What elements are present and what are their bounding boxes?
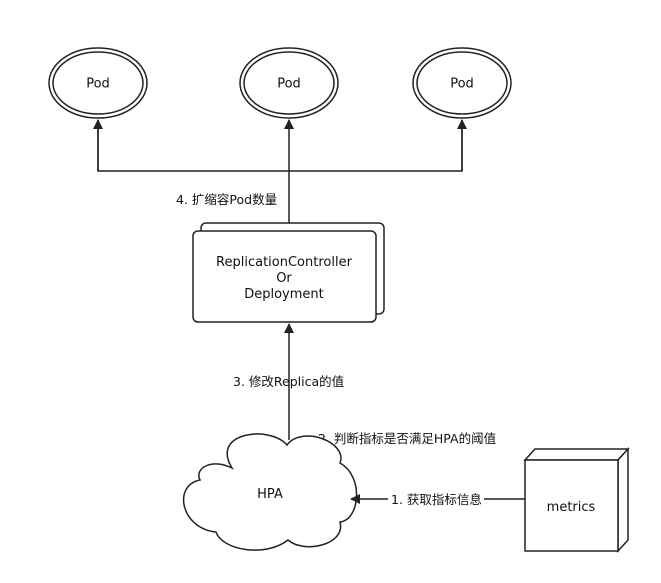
check-threshold-label: 2. 判断指标是否满足HPA的阈值 [318, 431, 496, 446]
controller-label-line-3: Deployment [244, 287, 324, 302]
hpa-node: HPA [183, 433, 358, 551]
pod-node-2: Pod [239, 47, 339, 119]
fetch-metrics-label: 1. 获取指标信息 [391, 492, 482, 507]
pod-label-2: Pod [277, 77, 301, 92]
controller-node: ReplicationController Or Deployment [192, 222, 385, 323]
metrics-label: metrics [547, 500, 596, 515]
cloud-shape [183, 433, 358, 551]
controller-label-line-1: ReplicationController [216, 255, 353, 270]
pod-node-3: Pod [412, 47, 512, 119]
pod-label-3: Pod [450, 77, 474, 92]
hpa-label: HPA [257, 487, 283, 502]
scale-connector [93, 119, 467, 231]
scale-pods-label: 4. 扩缩容Pod数量 [176, 192, 277, 207]
controller-label-line-2: Or [276, 271, 292, 286]
pod-node-1: Pod [48, 47, 148, 119]
fetch-metrics-label-background [388, 489, 484, 509]
metrics-node: metrics [523, 447, 630, 553]
pod-label-1: Pod [86, 77, 110, 92]
modify-replica-label: 3. 修改Replica的值 [233, 374, 344, 389]
